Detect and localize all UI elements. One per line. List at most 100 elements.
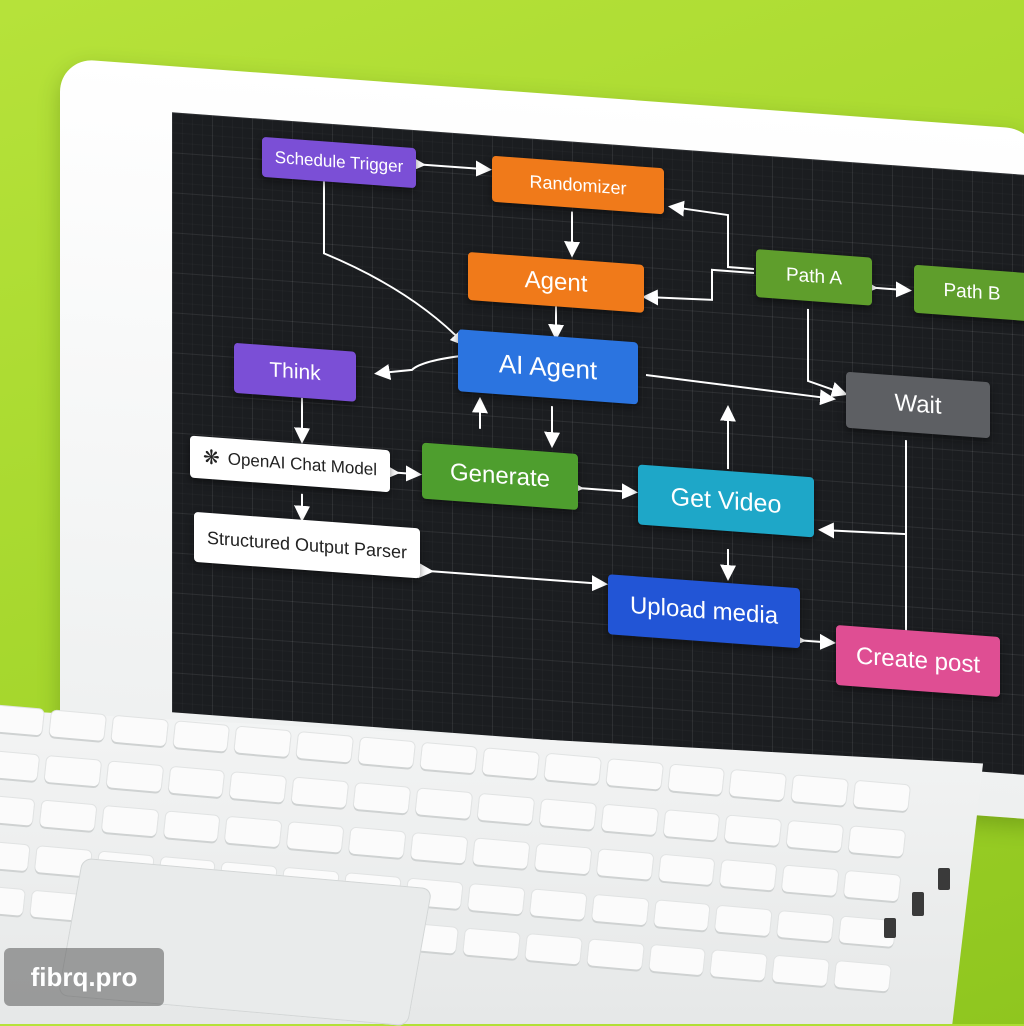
key xyxy=(0,840,30,871)
key xyxy=(39,800,97,832)
edge-trigger-randomizer xyxy=(410,155,492,177)
key xyxy=(591,894,649,926)
key xyxy=(786,820,844,852)
key xyxy=(720,860,777,891)
edge-path-a-wait xyxy=(807,308,848,398)
key xyxy=(410,833,468,864)
node-label: Generate xyxy=(449,458,551,493)
usb-port-icon xyxy=(938,868,950,890)
key xyxy=(729,769,787,801)
key xyxy=(353,782,411,814)
node-label: Schedule Trigger xyxy=(274,147,404,177)
hdmi-port-icon xyxy=(884,918,896,938)
key xyxy=(539,798,596,830)
key xyxy=(605,759,663,790)
key xyxy=(463,929,520,960)
node-path-a[interactable]: Path A xyxy=(756,249,872,306)
node-label: Path A xyxy=(786,264,842,290)
key xyxy=(834,961,891,992)
key xyxy=(843,871,901,902)
openai-logo-icon: ❋ xyxy=(202,446,220,470)
node-generate[interactable]: Generate xyxy=(422,442,578,511)
key xyxy=(658,854,715,886)
key xyxy=(467,883,525,915)
key xyxy=(529,889,587,920)
key xyxy=(44,755,101,787)
edge-wait-create-post xyxy=(885,466,907,658)
key xyxy=(287,822,344,853)
key xyxy=(724,815,782,846)
node-get-video[interactable]: Get Video xyxy=(638,464,814,538)
key xyxy=(667,764,725,796)
key xyxy=(49,710,106,741)
key xyxy=(772,956,829,987)
key xyxy=(781,865,839,897)
key xyxy=(163,811,220,843)
key xyxy=(420,742,477,774)
key xyxy=(777,910,834,942)
node-think[interactable]: Think xyxy=(234,342,356,402)
node-wait[interactable]: Wait xyxy=(846,371,990,439)
key xyxy=(0,885,25,917)
key xyxy=(648,945,706,976)
edge-ai-agent-think xyxy=(374,354,465,381)
key xyxy=(358,737,416,768)
edge-ai-agent-wait xyxy=(645,374,836,406)
usb-port-icon xyxy=(912,892,924,916)
watermark: fibrq.pro xyxy=(4,948,164,1006)
watermark-text: fibrq.pro xyxy=(30,961,138,992)
edge-path-a-agent xyxy=(642,268,754,306)
node-label: Path B xyxy=(943,279,1001,306)
key xyxy=(472,838,530,870)
key xyxy=(168,766,225,797)
node-label: AI Agent xyxy=(498,347,598,385)
edge-generate-get-video xyxy=(568,479,638,500)
key xyxy=(596,849,653,880)
key xyxy=(348,827,406,859)
key xyxy=(653,900,711,931)
node-ai-agent[interactable]: AI Agent xyxy=(458,329,638,405)
node-label: Randomizer xyxy=(529,170,627,199)
key xyxy=(848,825,906,857)
key xyxy=(524,934,582,965)
key xyxy=(101,806,159,837)
node-label: Agent xyxy=(524,266,588,298)
edge-path-a-randomizer xyxy=(668,200,754,270)
key xyxy=(0,750,40,781)
laptop-lid: Schedule Trigger Randomizer Path A Path … xyxy=(60,58,1024,820)
key xyxy=(234,726,292,758)
key xyxy=(534,844,592,875)
key xyxy=(110,715,168,747)
key xyxy=(715,905,772,936)
edge-chat-model-generate xyxy=(384,463,422,482)
key xyxy=(0,705,44,736)
key xyxy=(601,804,658,835)
edge-trigger-ai-agent xyxy=(323,181,467,347)
key xyxy=(853,780,910,812)
node-label: Structured Output Parser xyxy=(206,527,408,562)
node-path-b[interactable]: Path B xyxy=(914,264,1024,322)
key xyxy=(0,795,35,826)
node-label: Wait xyxy=(894,389,942,420)
edge-wait-get-video xyxy=(818,440,907,539)
node-label: Think xyxy=(269,358,321,386)
node-label: Get Video xyxy=(670,482,782,519)
key xyxy=(415,788,473,819)
key xyxy=(229,771,287,803)
edge-path-a-path-b xyxy=(862,278,912,298)
node-create-post[interactable]: Create post xyxy=(836,624,1000,698)
key xyxy=(544,753,601,785)
edge-upload-create xyxy=(790,631,836,650)
connections-layer xyxy=(294,155,912,658)
node-label: Upload media xyxy=(629,591,779,630)
node-label: OpenAI Chat Model xyxy=(227,449,378,480)
key xyxy=(586,939,644,971)
workflow-canvas[interactable]: Schedule Trigger Randomizer Path A Path … xyxy=(172,112,1024,776)
key xyxy=(791,775,849,806)
key xyxy=(296,732,354,763)
key xyxy=(477,793,535,824)
node-label: Create post xyxy=(855,642,981,679)
key xyxy=(172,721,230,752)
key xyxy=(482,748,539,779)
key xyxy=(106,760,163,792)
